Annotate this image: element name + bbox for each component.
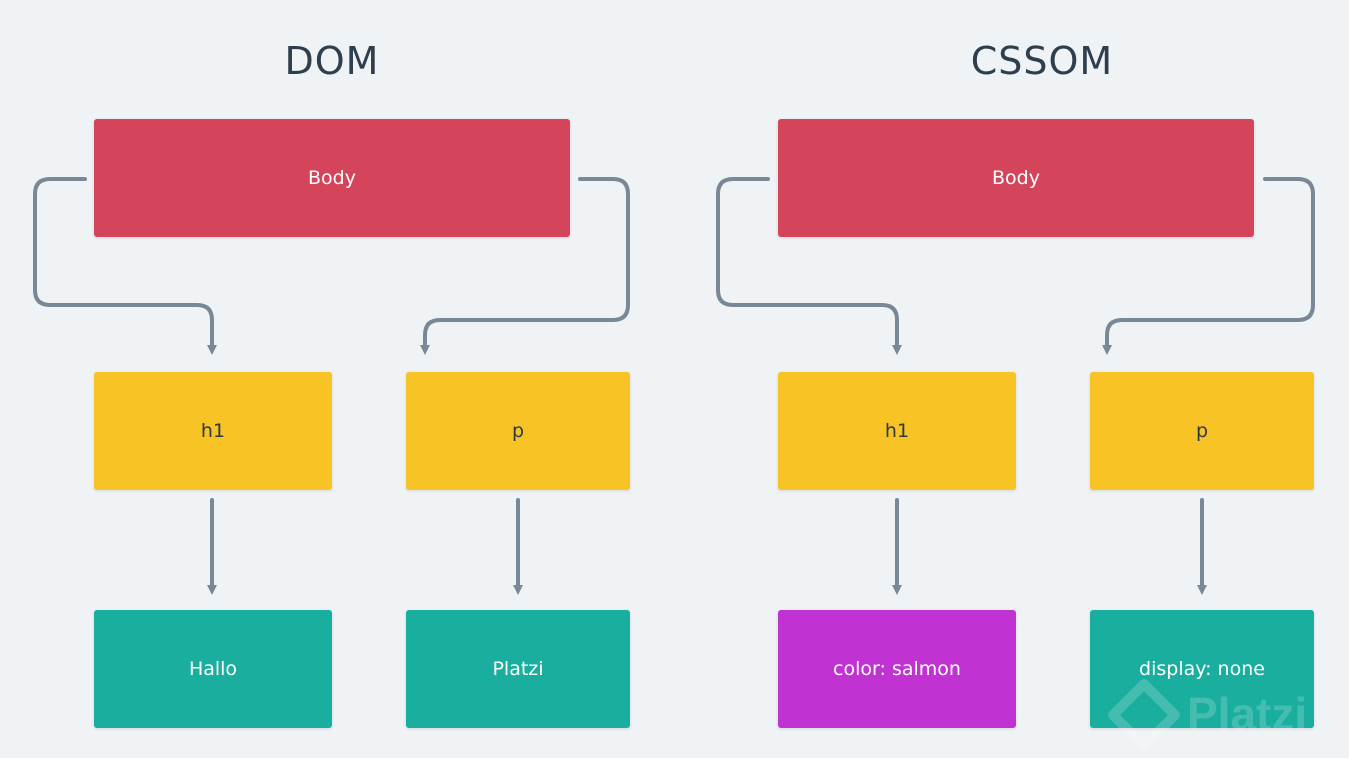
cssom-title: CSSOM	[970, 39, 1114, 83]
dom-hallo-label: Hallo	[188, 658, 238, 680]
dom-h1-node: h1	[94, 372, 332, 490]
dom-platzi-node: Platzi	[406, 610, 630, 728]
cssom-display-node: display: none	[1090, 610, 1314, 728]
dom-h1-label: h1	[200, 420, 226, 442]
dom-body-node: Body	[94, 119, 570, 237]
dom-body-label: Body	[308, 167, 356, 189]
cssom-color-node: color: salmon	[778, 610, 1016, 728]
dom-p-label: p	[511, 420, 525, 442]
cssom-body-to-p-connector	[1102, 177, 1315, 355]
dom-hallo-node: Hallo	[94, 610, 332, 728]
cssom-body-to-h1-connector	[716, 177, 902, 355]
cssom-p-label: p	[1195, 420, 1209, 442]
cssom-p-node: p	[1090, 372, 1314, 490]
dom-body-to-p-connector	[420, 177, 630, 355]
cssom-color-label: color: salmon	[833, 658, 961, 680]
cssom-body-label: Body	[992, 167, 1040, 189]
dom-platzi-label: Platzi	[492, 658, 544, 680]
cssom-h1-node: h1	[778, 372, 1016, 490]
platzi-watermark-text: Platzi	[1187, 688, 1308, 740]
cssom-h1-label: h1	[884, 420, 910, 442]
dom-p-node: p	[406, 372, 630, 490]
platzi-watermark: Platzi	[1105, 676, 1341, 754]
dom-body-to-h1-connector	[33, 177, 217, 355]
cssom-body-node: Body	[778, 119, 1254, 237]
dom-title: DOM	[284, 39, 380, 83]
platzi-logo-icon	[1108, 679, 1180, 751]
cssom-display-label: display: none	[1139, 658, 1265, 680]
